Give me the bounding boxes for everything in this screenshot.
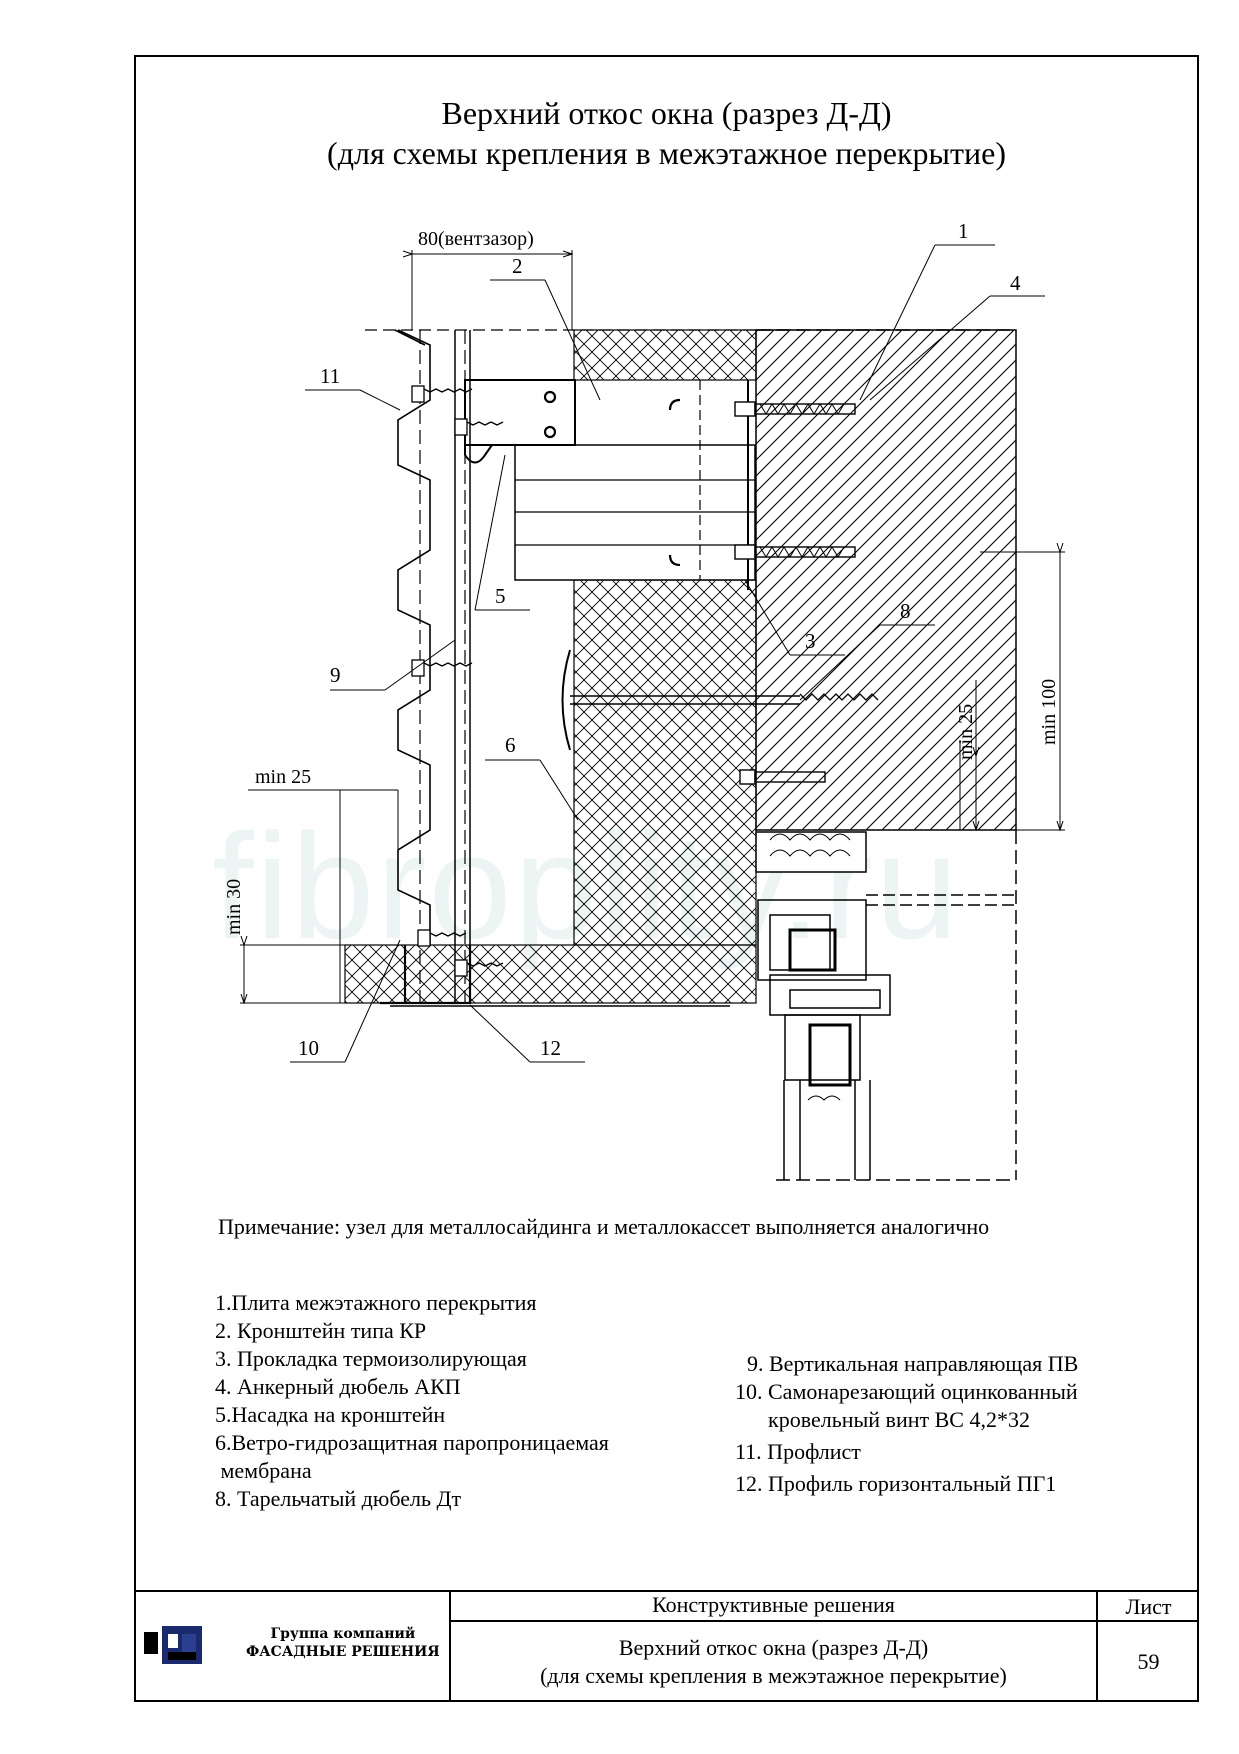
insulation-upper (573, 329, 757, 381)
section-name: Конструктивные решения (652, 1592, 895, 1617)
legend-left: 1.Плита межэтажного перекрытия 2. Кроншт… (215, 1289, 609, 1513)
divider (449, 1620, 1199, 1622)
sheet-title-line1: Верхний откос окна (разрез Д-Д) (618, 1635, 929, 1660)
callout-8: 8 (900, 599, 911, 623)
callout-1: 1 (958, 219, 969, 243)
floor-slab (755, 329, 1017, 831)
insulation-lower (573, 579, 757, 946)
sheet-title-line2: (для схемы крепления в межэтажное перекр… (540, 1663, 1007, 1688)
bracket (464, 379, 756, 590)
callout-9: 9 (330, 663, 341, 687)
screws (411, 385, 504, 977)
dim-min100: min 100 (1038, 679, 1060, 745)
legend-item: 1.Плита межэтажного перекрытия (215, 1290, 537, 1315)
legend-item: 9. Вертикальная направляющая ПВ (747, 1351, 1079, 1376)
window-frame (755, 830, 1017, 1181)
callout-11: 11 (320, 364, 340, 388)
legend-item: 8. Тарельчатый дюбель Дт (215, 1486, 462, 1511)
legend-item: мембрана (215, 1458, 312, 1483)
logo-icon (144, 1626, 202, 1664)
legend-item: кровельный винт ВС 4,2*32 (735, 1407, 1030, 1432)
dimension-lines (240, 250, 1065, 1003)
sheet-label: Лист (1125, 1594, 1172, 1619)
legend-item: 11. Профлист (735, 1439, 861, 1464)
legend-item: 12. Профиль горизонтальный ПГ1 (735, 1471, 1057, 1496)
callout-5: 5 (495, 584, 506, 608)
sheet-title: Верхний откос окна (разрез Д-Д) (для схе… (451, 1634, 1096, 1690)
legend-item: 2. Кронштейн типа КР (215, 1318, 427, 1343)
legend-item: 5.Насадка на кронштейн (215, 1402, 446, 1427)
legend-item: 10. Самонарезающий оцинкованный (735, 1379, 1078, 1404)
drawing-title-line1: Верхний откос окна (разрез Д-Д) (441, 95, 892, 131)
anchor-bottom (739, 769, 826, 785)
callout-3: 3 (805, 629, 816, 653)
callout-4-label: 4 (1010, 271, 1021, 295)
sheet-number: 59 (1137, 1649, 1160, 1674)
callout-2: 2 (512, 254, 523, 278)
drawing-title-line2: (для схемы крепления в межэтажное перекр… (327, 135, 1006, 171)
vertical-guide (419, 330, 471, 1003)
drawing-frame (134, 55, 1199, 1702)
company-line1: Группа компаний (270, 1626, 416, 1642)
legend-item: 6.Ветро-гидрозащитная паропроницаемая (215, 1430, 609, 1455)
horizontal-profile (380, 945, 730, 1007)
legend-item: 4. Анкерный дюбель АКП (215, 1374, 461, 1399)
anchor-lower (734, 544, 856, 560)
insulation-bottom (344, 944, 757, 1004)
title-block: Группа компаний ФАСАДНЫЕ РЕШЕНИЯ Констру… (134, 1590, 1199, 1702)
callout-10-label: 10 (298, 1036, 319, 1060)
company-name: Группа компаний ФАСАДНЫЕ РЕШЕНИЯ (246, 1625, 440, 1661)
dim-min25-right: min 25 (955, 704, 977, 760)
callout-6: 6 (505, 733, 516, 757)
plate-dowel (561, 649, 879, 751)
callout-12: 12 (540, 1036, 561, 1060)
dim-min30: min 30 (223, 879, 245, 935)
company-line2: ФАСАДНЫЕ РЕШЕНИЯ (246, 1644, 440, 1660)
company-logo (144, 1622, 204, 1668)
title-block-border (134, 1590, 1199, 1702)
legend-item: 3. Прокладка термоизолирующая (215, 1346, 527, 1371)
drawing-note: Примечание: узел для металлосайдинга и м… (218, 1214, 990, 1239)
legend-right: 9. Вертикальная направляющая ПВ 10. Само… (735, 1350, 1078, 1498)
leader-lines (290, 244, 1045, 1063)
dim-min25-left: min 25 (255, 766, 311, 788)
dim-vent-gap: 80(вентзазор) (418, 228, 534, 250)
anchor-upper (734, 401, 856, 417)
divider (449, 1590, 451, 1702)
divider (1096, 1590, 1098, 1702)
